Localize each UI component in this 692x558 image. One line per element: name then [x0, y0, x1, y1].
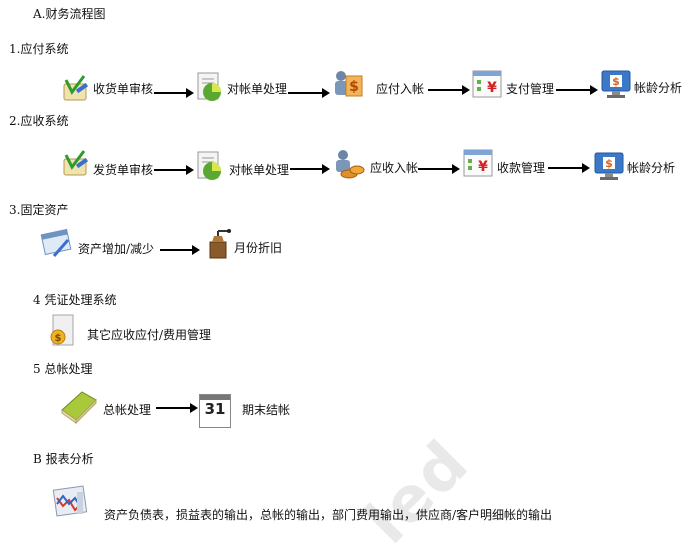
document-pie-icon [197, 72, 221, 101]
ar-step-statement[interactable]: 对帐单处理 [229, 163, 290, 177]
report-output-text: 资产负债表，损益表的输出，总帐的输出，部门费用输出，供应商/客户明细帐的输出 [104, 508, 553, 522]
edit-window-icon [40, 228, 72, 257]
section-heading-ar: 2.应收系统 [9, 114, 69, 128]
voucher-step-other[interactable]: 其它应收应付/费用管理 [87, 328, 212, 342]
svg-text:¥: ¥ [478, 159, 488, 175]
ap-step-payment[interactable]: 支付管理 [506, 82, 555, 96]
person-coins-icon [336, 150, 365, 179]
monitor-dollar-icon: $ [601, 70, 631, 98]
ar-step-post[interactable]: 应收入帐 [370, 161, 419, 175]
ap-step-post[interactable]: 应付入帐 [376, 82, 425, 96]
arrow [160, 245, 200, 255]
fa-step-change[interactable]: 资产增加/减少 [78, 242, 155, 256]
section-heading-voucher: 4 凭证处理系统 [33, 293, 117, 307]
svg-text:$: $ [349, 79, 359, 95]
gl-step-ledger[interactable]: 总帐处理 [103, 403, 152, 417]
calendar-day: 31 [204, 400, 226, 418]
document-coin-icon: $ [50, 314, 74, 346]
pencil-check-icon [63, 75, 89, 101]
ap-step-aging[interactable]: 帐龄分析 [634, 81, 683, 95]
ar-step-aging[interactable]: 帐龄分析 [627, 161, 676, 175]
arrow [154, 165, 194, 175]
watermark: led [350, 425, 483, 558]
arrow [556, 85, 598, 95]
arrow [290, 164, 330, 174]
section-heading-ap: 1.应付系统 [9, 42, 69, 56]
calendar-icon: 31 [199, 394, 231, 428]
monitor-dollar-icon: $ [594, 152, 624, 180]
svg-text:$: $ [55, 333, 62, 344]
report-chart-icon [52, 485, 88, 517]
grinder-icon [209, 229, 231, 259]
arrow [156, 403, 198, 413]
arrow [154, 88, 194, 98]
document-pie-icon [197, 151, 221, 180]
yen-checklist-icon: ¥ [472, 70, 502, 98]
section-heading-report: B 报表分析 [33, 452, 94, 466]
section-heading-fa: 3.固定资产 [9, 203, 69, 217]
ar-step-ship-audit[interactable]: 发货单审核 [93, 163, 154, 177]
ap-step-receive-audit[interactable]: 收货单审核 [93, 82, 154, 96]
page-title: A.财务流程图 [33, 7, 106, 21]
pencil-check-icon [63, 150, 89, 176]
gl-step-period-close[interactable]: 期末结帐 [242, 403, 291, 417]
arrow [548, 163, 590, 173]
fa-step-depreciation[interactable]: 月份折旧 [234, 241, 283, 255]
arrow [288, 88, 330, 98]
ap-step-statement[interactable]: 对帐单处理 [227, 82, 288, 96]
person-dollar-icon: $ [335, 71, 363, 97]
svg-text:$: $ [612, 75, 620, 88]
svg-text:$: $ [605, 157, 613, 170]
ar-step-collection[interactable]: 收款管理 [497, 161, 546, 175]
arrow [428, 85, 470, 95]
section-heading-gl: 5 总帐处理 [33, 362, 93, 376]
yen-checklist-icon: ¥ [463, 149, 493, 177]
svg-text:¥: ¥ [487, 80, 497, 96]
arrow [418, 164, 460, 174]
ledger-book-icon [61, 391, 97, 425]
